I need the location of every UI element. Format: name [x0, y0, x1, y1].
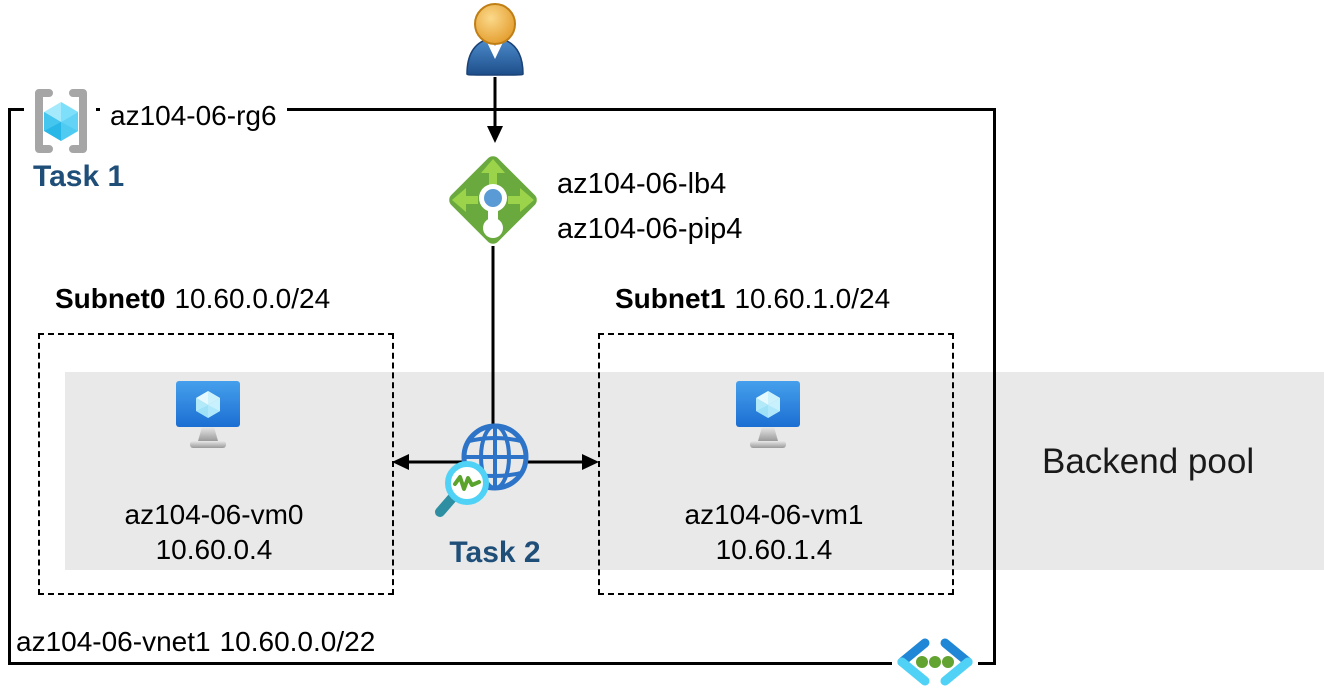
- subnet1-cidr: 10.60.1.0/24: [734, 283, 891, 314]
- virtual-machine-icon: [176, 381, 240, 449]
- resource-group-icon: [24, 84, 96, 156]
- virtual-network-icon: [892, 636, 978, 688]
- backend-pool-band: [65, 372, 1324, 570]
- vm0-ip: 10.60.0.4: [155, 534, 273, 565]
- subnet1-name: Subnet1: [615, 283, 726, 314]
- vm0-name: az104-06-vm0: [124, 499, 304, 530]
- subnet0-name: Subnet0: [55, 283, 166, 314]
- public-ip-name: az104-06-pip4: [557, 213, 743, 245]
- subnet1-box: [598, 333, 954, 595]
- vnet-cidr: 10.60.0.0/22: [219, 626, 376, 657]
- task1-label: Task 1: [33, 160, 125, 193]
- subnet0-caption: Subnet0 10.60.0.0/24: [55, 283, 330, 315]
- vm1-ip: 10.60.1.4: [715, 534, 833, 565]
- subnet1-caption: Subnet1 10.60.1.0/24: [615, 283, 890, 315]
- vm1-labels: az104-06-vm1 10.60.1.4: [598, 497, 950, 567]
- subnet0-cidr: 10.60.0.0/24: [174, 283, 331, 314]
- vnet-name: az104-06-vnet1: [16, 626, 211, 657]
- load-balancer-name: az104-06-lb4: [557, 168, 727, 200]
- user-icon: [458, 2, 532, 76]
- globe-magnifier-icon: [428, 402, 558, 527]
- load-balancer-icon: [443, 152, 543, 248]
- resource-group-border: [8, 108, 996, 665]
- load-balancer-labels: az104-06-lb4 az104-06-pip4: [557, 162, 742, 252]
- vm0-labels: az104-06-vm0 10.60.0.4: [38, 497, 390, 567]
- backend-pool-label: Backend pool: [1042, 442, 1255, 481]
- task2-label: Task 2: [449, 536, 541, 569]
- vnet-caption: az104-06-vnet1 10.60.0.0/22: [16, 626, 375, 658]
- subnet0-box: [38, 333, 394, 595]
- virtual-machine-icon: [736, 381, 800, 449]
- resource-group-name: az104-06-rg6: [100, 98, 287, 134]
- vm1-name: az104-06-vm1: [684, 499, 864, 530]
